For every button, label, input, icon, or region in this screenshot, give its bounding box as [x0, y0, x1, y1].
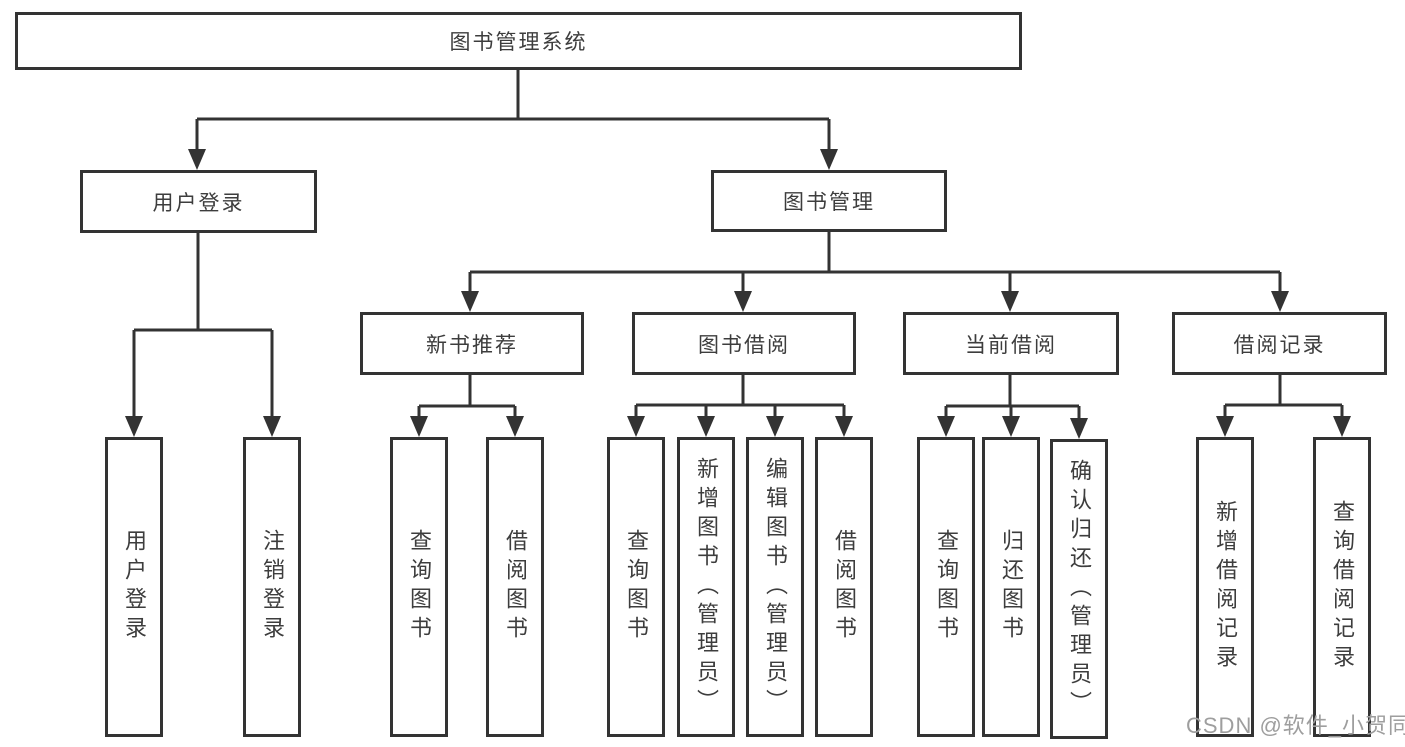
leaf-logout-label: 注销登录: [260, 529, 285, 645]
leaf-return-book-label: 归还图书: [999, 529, 1024, 645]
leaf-add-borrow-record: 新增借阅记录: [1196, 437, 1254, 737]
leaf-query-book-1: 查询图书: [390, 437, 448, 737]
leaf-borrow-book-2-label: 借阅图书: [832, 529, 857, 645]
node-new-book-recommend: 新书推荐: [360, 312, 584, 375]
leaf-edit-book-admin-label: 编辑图书（管理员）: [763, 456, 788, 718]
leaf-query-book-3: 查询图书: [917, 437, 975, 737]
leaf-query-book-3-label: 查询图书: [934, 529, 959, 645]
node-current-borrow: 当前借阅: [903, 312, 1119, 375]
watermark-text: CSDN @软件_小贺同学: [1186, 713, 1405, 738]
leaf-query-borrow-record-label: 查询借阅记录: [1330, 500, 1355, 674]
node-book-management: 图书管理: [711, 170, 947, 232]
leaf-user-login: 用户登录: [105, 437, 163, 737]
leaf-add-book-admin: 新增图书（管理员）: [677, 437, 735, 737]
leaf-edit-book-admin: 编辑图书（管理员）: [746, 437, 804, 737]
node-root: 图书管理系统: [15, 12, 1022, 70]
leaf-logout: 注销登录: [243, 437, 301, 737]
leaf-return-book: 归还图书: [982, 437, 1040, 737]
leaf-query-book-2: 查询图书: [607, 437, 665, 737]
leaf-user-login-label: 用户登录: [122, 529, 147, 645]
leaf-confirm-return-admin-label: 确认归还（管理员）: [1067, 458, 1092, 720]
leaf-query-book-1-label: 查询图书: [407, 529, 432, 645]
node-borrow-records: 借阅记录: [1172, 312, 1387, 375]
leaf-add-borrow-record-label: 新增借阅记录: [1213, 500, 1238, 674]
node-user-login: 用户登录: [80, 170, 317, 233]
leaf-confirm-return-admin: 确认归还（管理员）: [1050, 439, 1108, 739]
leaf-borrow-book-1: 借阅图书: [486, 437, 544, 737]
leaf-query-book-2-label: 查询图书: [624, 529, 649, 645]
leaf-add-book-admin-label: 新增图书（管理员）: [694, 456, 719, 718]
leaf-query-borrow-record: 查询借阅记录: [1313, 437, 1371, 737]
leaf-borrow-book-1-label: 借阅图书: [503, 529, 528, 645]
node-book-borrow: 图书借阅: [632, 312, 856, 375]
leaf-borrow-book-2: 借阅图书: [815, 437, 873, 737]
